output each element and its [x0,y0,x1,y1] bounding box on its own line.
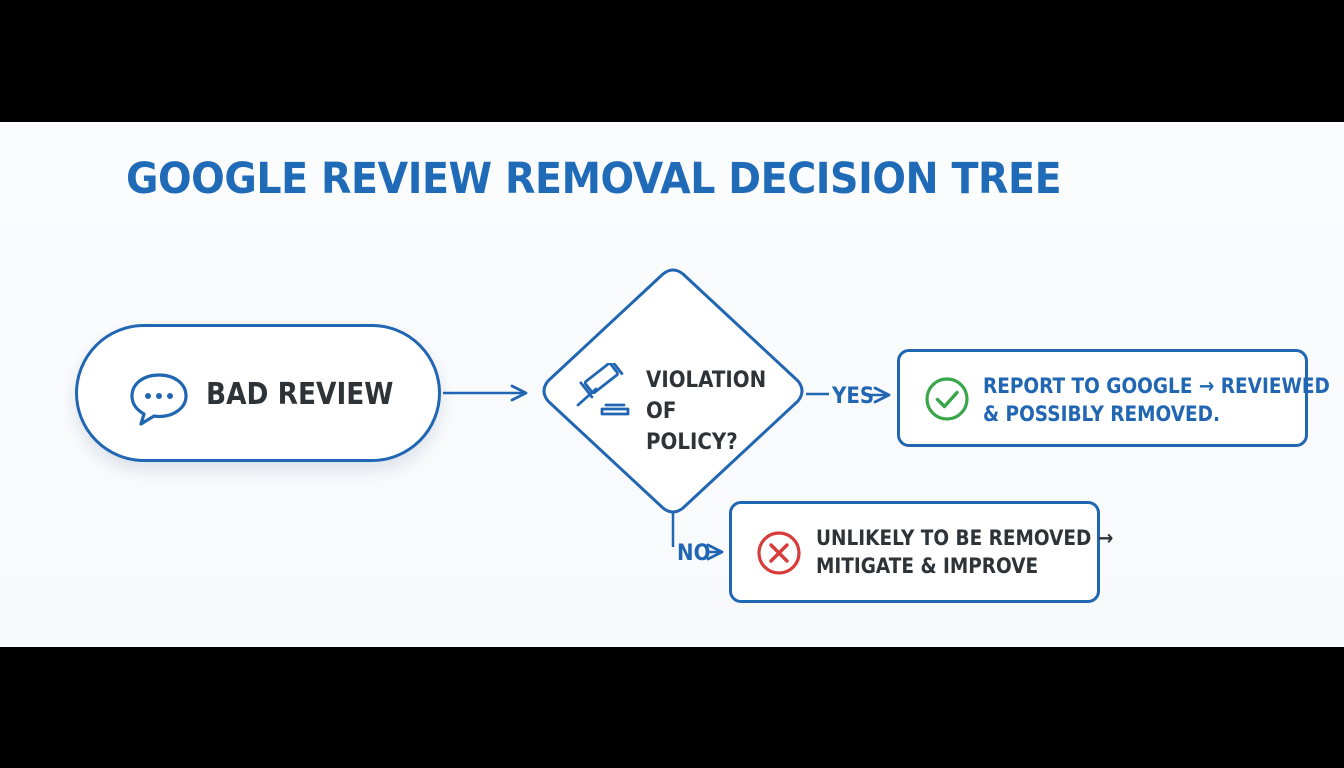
decision-node-violation: VIOLATION OF POLICY? [540,267,806,515]
check-circle-icon [925,377,969,421]
yes-result-text: REPORT TO GOOGLE → REVIEWED & POSSIBLY R… [983,372,1330,428]
no-result-line-2: MITIGATE & IMPROVE [816,554,1039,578]
start-node-bad-review: BAD REVIEW [75,324,441,462]
page-title: GOOGLE REVIEW REMOVAL DECISION TREE [126,154,1062,204]
no-branch-label: NO [677,541,711,566]
yes-result-line-2: & POSSIBLY REMOVED. [983,402,1221,426]
diagram-canvas: GOOGLE REVIEW REMOVAL DECISION TREE BAD … [0,122,1344,647]
decision-label: VIOLATION OF POLICY? [646,365,772,458]
x-circle-icon [757,531,801,575]
speech-bubble-icon [130,373,188,426]
yes-result-line-1: REPORT TO GOOGLE → REVIEWED [983,374,1330,398]
no-result-text: UNLIKELY TO BE REMOVED → MITIGATE & IMPR… [816,524,1113,580]
start-node-label: BAD REVIEW [206,377,394,412]
no-result-line-1: UNLIKELY TO BE REMOVED → [816,526,1114,550]
yes-branch-label: YES [832,384,875,409]
gavel-icon [576,363,630,416]
decision-label-line-1: VIOLATION [646,368,767,393]
connectors [443,384,891,561]
decision-label-line-2: OF POLICY? [646,399,738,455]
yes-result-box: REPORT TO GOOGLE → REVIEWED & POSSIBLY R… [897,349,1330,447]
no-result-box: UNLIKELY TO BE REMOVED → MITIGATE & IMPR… [729,501,1113,603]
decision-diamond-shape [542,268,804,514]
